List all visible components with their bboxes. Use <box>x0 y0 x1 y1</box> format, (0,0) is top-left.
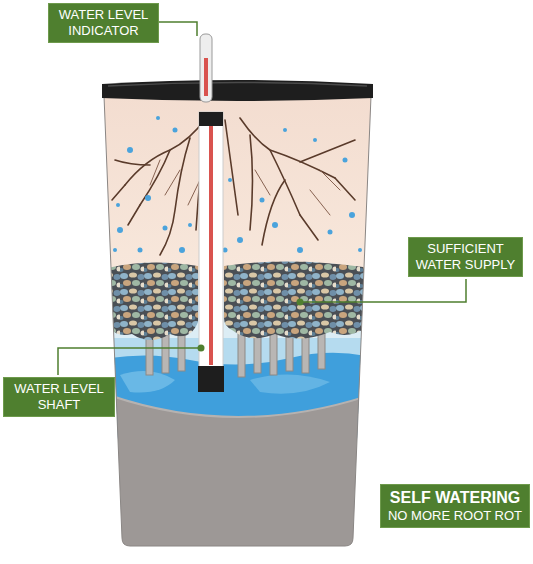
callout-label: WATER LEVEL SHAFT <box>10 381 108 413</box>
callout-label: NO MORE ROOT ROT <box>387 508 523 524</box>
callout-box: WATER LEVEL INDICATOR <box>48 3 159 43</box>
callout-label: SUFFICIENT WATER SUPPLY <box>415 241 516 273</box>
callout-box: WATER LEVEL SHAFT <box>3 377 115 417</box>
callout-label: WATER LEVEL INDICATOR <box>55 7 152 39</box>
callout-box: SELF WATERINGNO MORE ROOT ROT <box>380 484 530 528</box>
callout-box: SUFFICIENT WATER SUPPLY <box>408 237 523 277</box>
callout-label: SELF WATERING <box>387 488 523 508</box>
